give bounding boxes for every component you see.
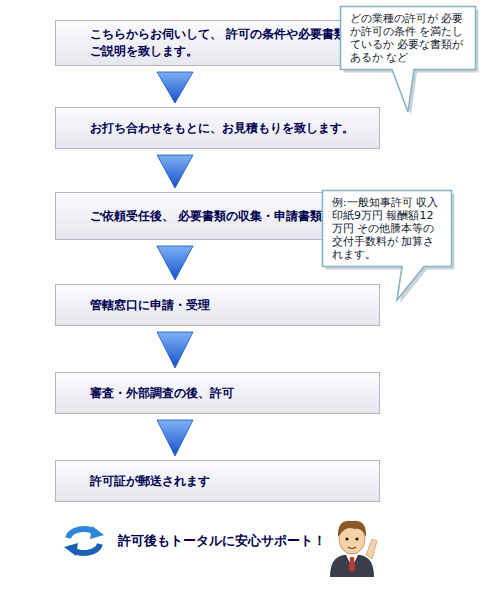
process-box: お打ち合わせをもとに、お見積もりを致します。 — [55, 107, 380, 149]
flow-arrow — [157, 246, 193, 280]
step-text: お打ち合わせをもとに、お見積もりを致します。 — [56, 120, 379, 137]
process-box: 管轄窓口に申請・受理 — [55, 284, 380, 326]
flow-arrow — [157, 155, 193, 188]
flow-arrow — [157, 420, 193, 456]
person-illustration — [330, 521, 377, 577]
callout-text: どの業種の許可が 必要か許可の条件 を満たしているか 必要な書類があるか など — [340, 6, 476, 70]
process-box: こちらからお伺いして、 許可の条件や必要書類のご説明を致します。 — [55, 20, 380, 66]
callout-bubble: どの業種の許可が 必要か許可の条件 を満たしているか 必要な書類があるか など — [340, 6, 476, 70]
callout-text: 例:一般知事許可 収入印紙9万円 報酬額12万円 その他謄本等の 交付手数料が … — [322, 190, 452, 267]
footer-note: 許可後もトータルに安心サポート！ — [118, 532, 326, 550]
step-text: 審査・外部調査の後、許可 — [56, 385, 379, 402]
callout-border — [341, 7, 476, 113]
step-text: 許可証が郵送されます — [56, 473, 379, 490]
cycle-icon — [64, 526, 104, 556]
process-box: 審査・外部調査の後、許可 — [55, 372, 380, 414]
flow-arrow — [157, 72, 193, 103]
process-box: 許可証が郵送されます — [55, 460, 380, 502]
callout-bubble: 例:一般知事許可 収入印紙9万円 報酬額12万円 その他謄本等の 交付手数料が … — [322, 190, 452, 267]
step-text: 管轄窓口に申請・受理 — [56, 297, 379, 314]
step-text: こちらからお伺いして、 許可の条件や必要書類のご説明を致します。 — [56, 26, 379, 60]
flow-arrow — [157, 332, 193, 368]
